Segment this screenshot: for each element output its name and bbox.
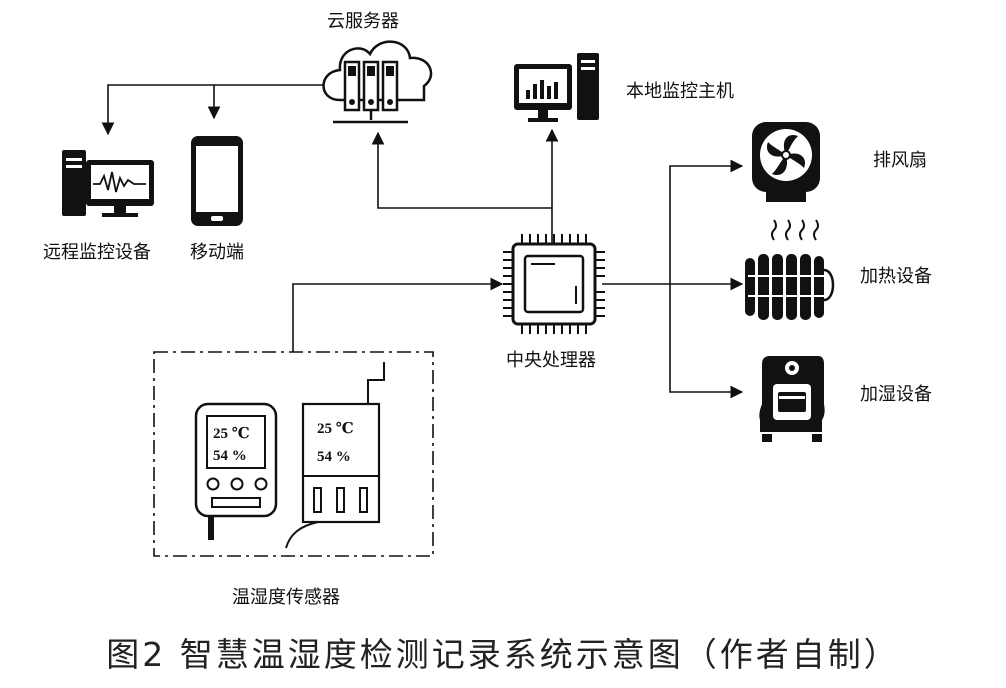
humidifier-label: 加湿设备	[860, 384, 932, 405]
remote-device-label: 远程监控设备	[43, 242, 151, 263]
sensor-a-temperature: 25 ℃	[213, 426, 250, 442]
cpu-chip-icon	[503, 234, 605, 334]
heater-icon	[745, 219, 835, 320]
cpu-label: 中央处理器	[506, 350, 596, 371]
connectors	[101, 84, 744, 399]
sensor-b-temperature: 25 ℃	[317, 421, 354, 437]
mobile-phone-icon	[191, 136, 243, 226]
remote-monitor-icon	[62, 150, 154, 217]
local-host-label: 本地监控主机	[626, 81, 734, 102]
sensor-enclosure	[153, 351, 434, 557]
sensor-a-humidity: 54 %	[213, 448, 247, 464]
humidifier-icon	[759, 356, 825, 442]
desktop-computer-icon	[514, 53, 599, 122]
sensor-b-humidity: 54 %	[317, 449, 351, 465]
cloud-server-label: 云服务器	[327, 11, 399, 32]
sensor-wall-unit-icon	[285, 362, 385, 549]
cloud-server-icon	[322, 40, 433, 124]
sensor-handheld-icon	[194, 402, 278, 540]
fan-label: 排风扇	[873, 150, 927, 171]
figure-caption: 图2 智慧温湿度检测记录系统示意图（作者自制）	[106, 635, 900, 674]
sensor-label: 温湿度传感器	[232, 587, 340, 608]
mobile-label: 移动端	[190, 242, 244, 263]
heater-label: 加热设备	[860, 266, 932, 287]
fan-icon	[752, 122, 820, 202]
